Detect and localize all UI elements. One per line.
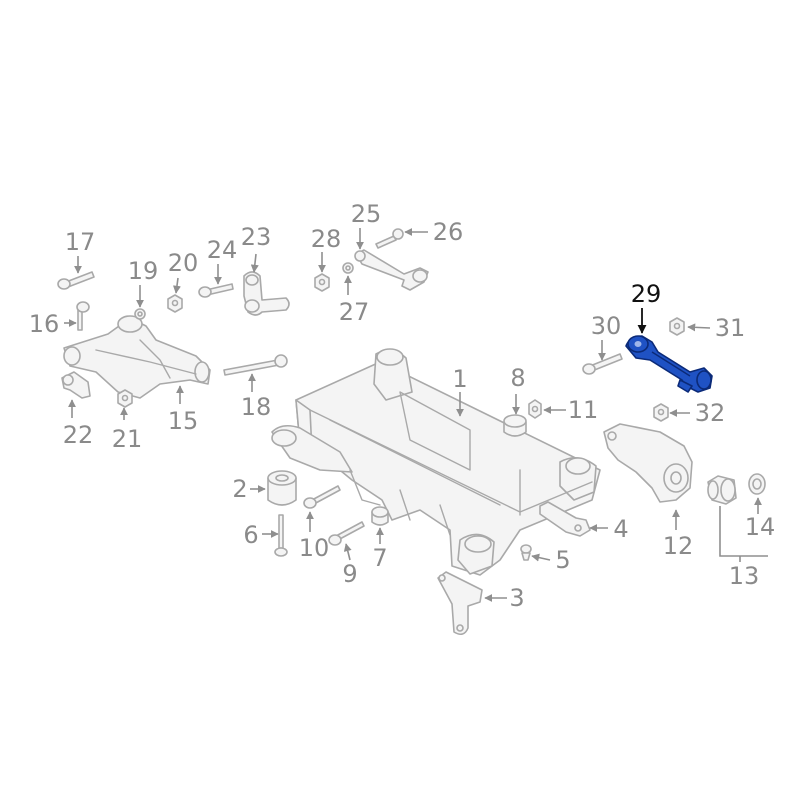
callout-22: 22 <box>63 421 94 449</box>
part-nut-21[interactable] <box>117 389 133 408</box>
callout-9: 9 <box>342 560 357 588</box>
callout-14: 14 <box>745 513 776 541</box>
callout-21: 21 <box>112 425 143 453</box>
part-washer-19[interactable] <box>134 308 146 320</box>
callout-4: 4 <box>613 515 628 543</box>
part-nut-11[interactable] <box>528 399 542 419</box>
part-link-25[interactable] <box>354 249 429 291</box>
part-bolt-6[interactable] <box>274 514 288 557</box>
callout-32: 32 <box>695 399 726 427</box>
callout-12: 12 <box>663 532 694 560</box>
part-upper-arm-29[interactable] <box>625 335 713 393</box>
part-nut-20[interactable] <box>167 294 183 313</box>
callout-16: 16 <box>29 310 60 338</box>
callout-26: 26 <box>433 218 464 246</box>
callout-6: 6 <box>243 521 258 549</box>
callout-20: 20 <box>168 249 199 277</box>
part-bolt-30[interactable] <box>582 353 623 375</box>
callout-29: 29 <box>631 280 662 308</box>
callout-28: 28 <box>311 225 342 253</box>
part-link-23[interactable] <box>243 271 290 316</box>
callout-27: 27 <box>339 298 370 326</box>
part-bushing-13[interactable] <box>707 475 737 505</box>
callout-25: 25 <box>351 200 382 228</box>
part-bolt-26[interactable] <box>375 228 404 249</box>
callout-30: 30 <box>591 312 622 340</box>
callout-15: 15 <box>168 407 199 435</box>
callout-3: 3 <box>509 584 524 612</box>
part-bushing-2[interactable] <box>267 470 297 506</box>
callout-11: 11 <box>568 396 599 424</box>
part-bushing-8[interactable] <box>503 414 527 437</box>
callout-8: 8 <box>510 364 525 392</box>
part-bracket-3[interactable] <box>437 571 483 636</box>
part-bolt-18[interactable] <box>223 354 288 376</box>
callout-18: 18 <box>241 393 272 421</box>
callout-23: 23 <box>241 223 272 251</box>
part-bolt-10[interactable] <box>303 485 341 509</box>
callout-31: 31 <box>715 314 746 342</box>
part-nut-32[interactable] <box>653 403 669 422</box>
part-nut-28[interactable] <box>314 273 330 292</box>
part-subframe[interactable] <box>271 348 601 576</box>
part-nut-31[interactable] <box>669 317 685 336</box>
callout-13: 13 <box>729 562 760 590</box>
part-clip-5[interactable] <box>520 544 532 561</box>
callout-19: 19 <box>128 257 159 285</box>
callout-1: 1 <box>452 365 467 393</box>
part-washer-27[interactable] <box>342 262 354 274</box>
callout-10: 10 <box>299 534 330 562</box>
part-bushing-7[interactable] <box>371 506 389 526</box>
callout-2: 2 <box>232 475 247 503</box>
part-bolt-9[interactable] <box>328 521 365 546</box>
callout-24: 24 <box>207 236 238 264</box>
part-washer-14[interactable] <box>748 473 766 495</box>
part-knuckle-12[interactable] <box>603 423 693 503</box>
callout-5: 5 <box>555 546 570 574</box>
callout-labels: 1 2 3 4 5 6 7 8 9 10 11 12 13 14 15 16 1… <box>29 200 776 612</box>
callout-7: 7 <box>372 544 387 572</box>
part-lower-arm-15[interactable] <box>63 315 211 399</box>
part-bolt-17[interactable] <box>57 271 95 290</box>
part-bolt-16[interactable] <box>76 301 90 331</box>
leader-lines <box>64 228 768 602</box>
part-bracket-22[interactable] <box>61 371 91 399</box>
callout-17: 17 <box>65 228 96 256</box>
part-bolt-24[interactable] <box>198 283 234 298</box>
